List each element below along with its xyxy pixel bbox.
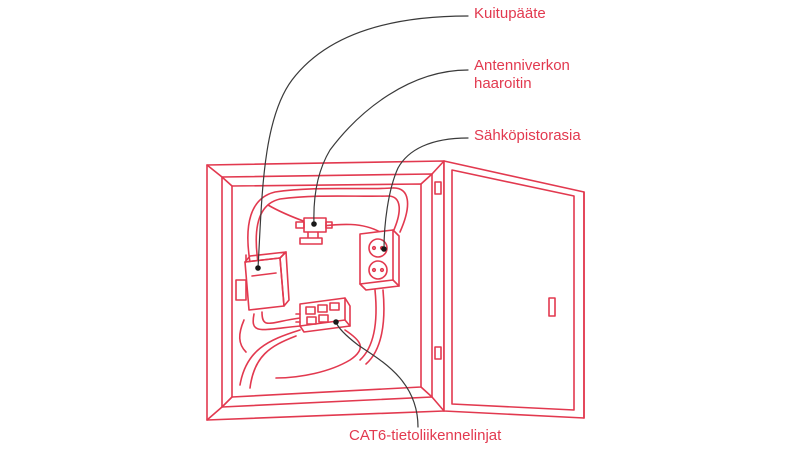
leader-dot-splitter [311,221,317,227]
leader-dot-outlet [381,246,387,252]
leader-line-cat6 [335,321,419,428]
cabinet-frame [206,160,445,421]
antenna-splitter [295,217,333,245]
cable-bundle [238,187,409,389]
label-antenna-splitter-line2: haaroitin [474,75,532,92]
cat6-patch-box [295,297,351,333]
label-cat6-lines: CAT6-tietoliikennelinjat [349,427,502,444]
label-antenna-splitter-line1: Antenniverkon [474,57,570,74]
fiber-terminal-box [235,251,290,311]
label-power-outlet: Sähköpistorasia [474,127,581,144]
leader-line-outlet [383,137,469,250]
cabinet-door [434,160,585,419]
leader-dot-fiber [255,265,261,271]
leader-dot-cat6 [333,319,339,325]
leader-line-fiber [257,15,469,269]
label-fiber-terminal: Kuitupääte [474,5,546,22]
power-outlet [359,229,400,291]
leader-line-splitter [313,69,469,225]
label-antenna-splitter: Antenniverkon haaroitin [474,57,570,93]
